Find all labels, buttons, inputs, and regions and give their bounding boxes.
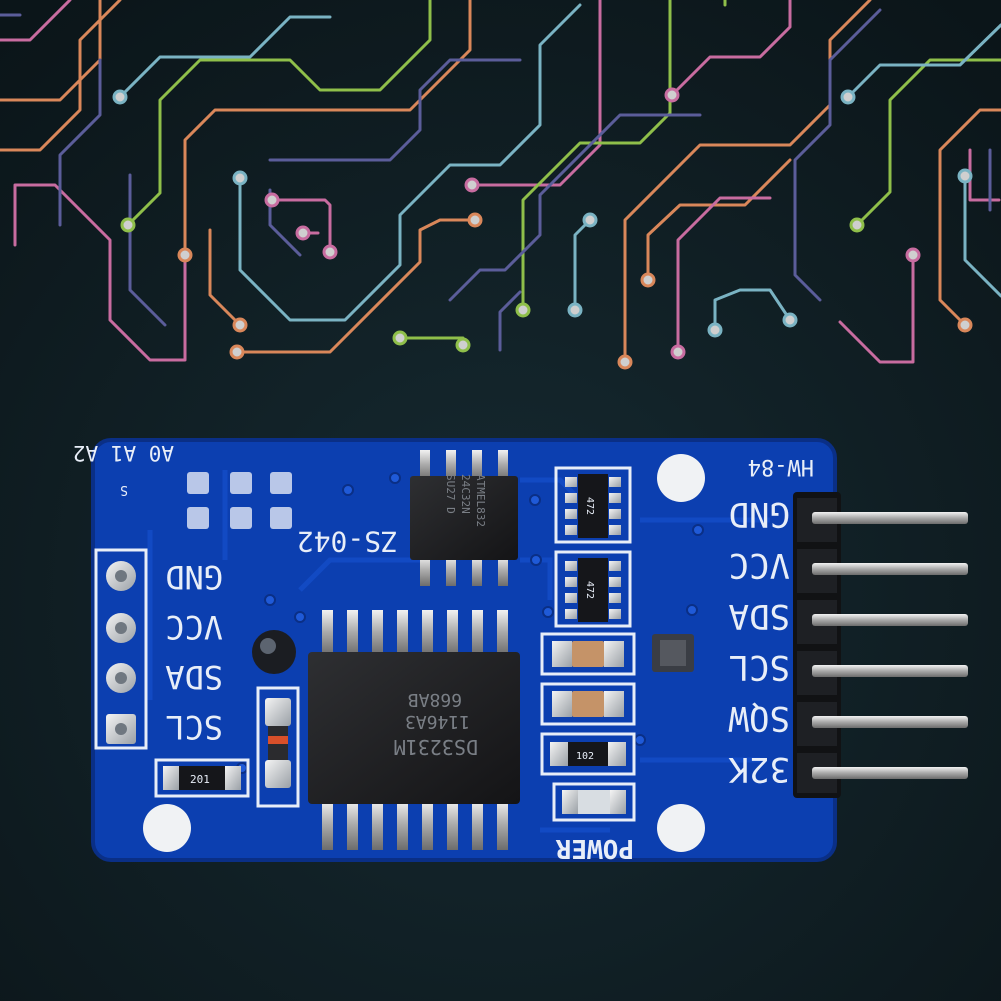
- right-header-labels: GND VCC SDA SCL SQW 32K: [728, 494, 790, 789]
- svg-text:102: 102: [576, 751, 594, 762]
- s-mark: S: [120, 482, 128, 497]
- svg-text:201: 201: [190, 773, 210, 786]
- svg-text:GND: GND: [729, 494, 790, 534]
- diode: [256, 686, 300, 808]
- rtc-chip: DS3231M 1146A3 668AB: [308, 610, 520, 850]
- svg-text:DS3231M: DS3231M: [394, 735, 478, 759]
- power-led: [552, 782, 636, 822]
- address-pins-label: A0 A1 A2: [73, 441, 174, 465]
- mounting-hole: [657, 454, 705, 502]
- svg-text:SDA: SDA: [729, 596, 790, 636]
- svg-text:VCC: VCC: [729, 545, 790, 585]
- svg-text:SQW: SQW: [728, 698, 790, 738]
- board-model-label: HW-84: [748, 454, 814, 479]
- svg-text:VCC: VCC: [165, 608, 223, 646]
- svg-text:SCL: SCL: [729, 647, 790, 687]
- pin-header: [793, 492, 968, 798]
- svg-text:ATMEL832: ATMEL832: [474, 474, 487, 527]
- rtc-module-board: A0 A1 A2 S ZS-042 HW-84 POWER GND VCC SD…: [73, 438, 837, 863]
- svg-text:SU27 D: SU27 D: [444, 474, 457, 514]
- transistor: [652, 634, 694, 672]
- resistor-array-1: 472: [554, 466, 632, 544]
- svg-text:32K: 32K: [728, 749, 790, 789]
- svg-text:668AB: 668AB: [408, 689, 462, 710]
- mounting-hole: [143, 804, 191, 852]
- mounting-hole: [657, 804, 705, 852]
- svg-text:GND: GND: [165, 558, 223, 596]
- left-header-labels: GND VCC SDA SCL: [165, 558, 223, 746]
- svg-text:472: 472: [584, 497, 595, 515]
- capacitor: [540, 682, 636, 726]
- resistor-102: 102: [540, 732, 636, 776]
- svg-text:SCL: SCL: [165, 708, 223, 746]
- address-jumper-pads: [187, 472, 292, 529]
- resistor-201: 201: [154, 758, 250, 798]
- power-label: POWER: [555, 833, 634, 863]
- crystal-component: [252, 630, 296, 674]
- svg-text:SDA: SDA: [165, 658, 223, 696]
- eeprom-chip: ATMEL832 24C32N SU27 D: [410, 450, 518, 586]
- resistor-array-2: 472: [554, 550, 632, 628]
- left-header: [94, 548, 148, 750]
- svg-text:472: 472: [584, 581, 595, 599]
- part-label: ZS-042: [297, 525, 398, 558]
- circuit-trace-nodes: [112, 87, 973, 370]
- capacitor: [540, 632, 636, 676]
- svg-text:1146A3: 1146A3: [405, 711, 470, 732]
- svg-text:24C32N: 24C32N: [459, 474, 472, 514]
